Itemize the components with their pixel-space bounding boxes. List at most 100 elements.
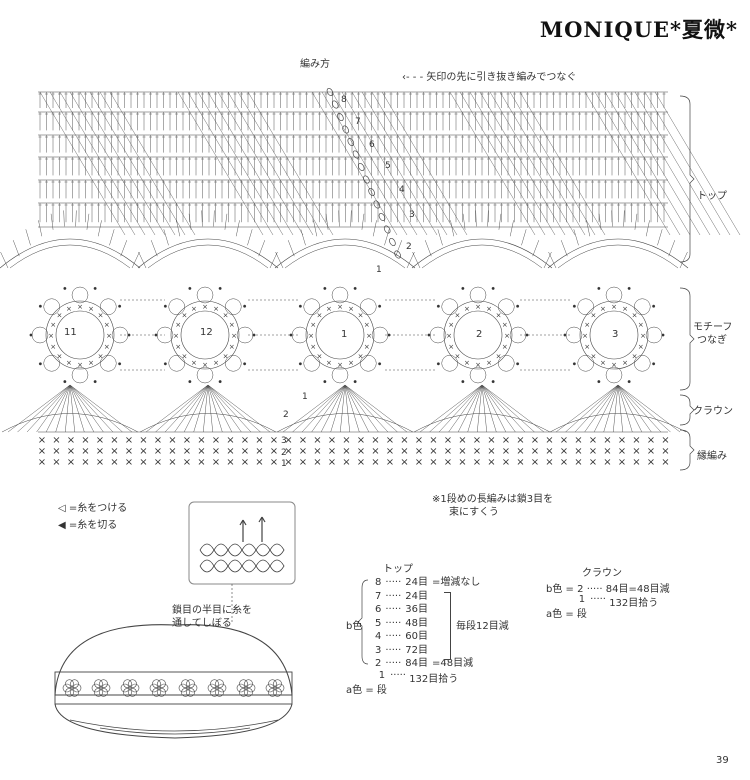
edge-sc: × — [618, 435, 626, 446]
hat-flower-motif — [123, 679, 132, 688]
edge-sc: × — [386, 457, 394, 468]
motif-sc: × — [50, 343, 56, 351]
crown-stitch — [603, 384, 619, 433]
arch-stitch — [412, 251, 421, 269]
crown-stitch — [69, 384, 85, 433]
decrease-line — [217, 91, 304, 236]
edge-sc: × — [154, 457, 162, 468]
legend-cut-text: =糸を切る — [68, 520, 118, 531]
row-dots: ····· — [385, 658, 402, 669]
crown-b-count: 84目 — [605, 584, 629, 595]
top-table-row: 3·····72目 — [373, 644, 482, 658]
edge-sc: × — [284, 446, 292, 457]
motif-sc: × — [66, 305, 72, 313]
chain-arch — [9, 244, 131, 269]
arch-stitch — [120, 240, 128, 257]
edge-sc: × — [270, 457, 278, 468]
row-number: 4 — [375, 631, 382, 642]
chain-stitch — [389, 237, 396, 247]
hat-flower-motif — [273, 688, 282, 697]
illustration-chain — [269, 559, 285, 573]
hat-flower-motif — [128, 688, 137, 697]
motif-sc: × — [104, 343, 110, 351]
watermark-text: MONIQUE*夏微* — [539, 17, 738, 42]
crown-stitch — [207, 384, 213, 433]
arch-stitch — [325, 213, 329, 230]
section-label-top: トップ — [697, 191, 727, 202]
crown-stitch — [207, 384, 223, 433]
crown-stitch — [344, 384, 408, 433]
edge-sc: × — [560, 446, 568, 457]
edge-sc: × — [661, 435, 669, 446]
edge-sc: × — [603, 457, 611, 468]
motif-petal — [645, 326, 663, 344]
illustration-arrow — [242, 519, 247, 526]
motif-sc: × — [77, 303, 83, 311]
illustration-chain — [199, 559, 215, 573]
edge-sc: × — [357, 435, 365, 446]
join-dot — [93, 380, 97, 384]
top-table-bracket — [444, 592, 451, 660]
edge-sc: × — [371, 435, 379, 446]
arch-stitch — [213, 210, 215, 227]
motif-sc: × — [182, 311, 188, 319]
decrease-line — [624, 91, 711, 236]
crown-arch — [276, 413, 414, 433]
crown-stitch — [69, 384, 114, 433]
motif-sc: × — [455, 311, 461, 319]
edge-sc: × — [400, 435, 408, 446]
crown-stitch — [457, 384, 483, 433]
arch-stitch — [361, 213, 365, 230]
edge-sc: × — [226, 446, 234, 457]
hat-flower-motif — [268, 679, 277, 688]
illustration-chain — [255, 543, 271, 557]
edge-sc: × — [415, 435, 423, 446]
motif-ring — [305, 300, 375, 370]
join-dot — [323, 286, 327, 290]
motif-sc: × — [496, 311, 502, 319]
arch-stitch — [300, 229, 306, 246]
hat-flower-motif — [101, 683, 111, 693]
row-note — [430, 644, 482, 658]
arch-stitch — [75, 210, 77, 227]
motif-petal — [634, 298, 651, 315]
edge-sc: × — [545, 435, 553, 446]
arch-stitch — [188, 213, 192, 230]
row-count: 84目 — [405, 658, 429, 669]
edge-sc: × — [487, 435, 495, 446]
crown-stitch — [36, 384, 71, 433]
join-dot — [298, 362, 302, 366]
crown-stitch — [481, 384, 526, 433]
edge-sc: × — [487, 446, 495, 457]
motif-sc: × — [582, 332, 588, 340]
join-dot — [378, 362, 382, 366]
crown-a-dots: ····· — [590, 594, 606, 605]
motif-sc: × — [622, 359, 628, 367]
arch-stitch — [679, 251, 688, 269]
edge-sc: × — [270, 435, 278, 446]
row-number: 2 — [375, 658, 382, 669]
chain-arch — [411, 238, 553, 269]
edge-sc: × — [299, 435, 307, 446]
join-dot — [353, 380, 357, 384]
decrease-line — [187, 91, 274, 236]
hat-flower-motif — [188, 683, 198, 693]
motif-inner-ring — [180, 310, 230, 360]
decrease-line — [459, 91, 546, 236]
crown-stitch — [207, 384, 242, 433]
edge-sc: × — [168, 457, 176, 468]
motif-sc: × — [611, 303, 617, 311]
motif-sc: × — [496, 353, 502, 361]
chain-arch — [137, 238, 279, 269]
motif-number-2: 2 — [476, 329, 483, 340]
crown-stitch — [7, 384, 71, 433]
motif-sc: × — [337, 361, 343, 369]
join-dot — [163, 362, 167, 366]
decrease-line — [311, 91, 398, 236]
motif-petal — [100, 298, 117, 315]
arch-stitch — [586, 220, 591, 237]
edge-sc: × — [661, 457, 669, 468]
hat-flower-motif — [246, 683, 256, 693]
crown-stitch — [344, 384, 350, 433]
hat-flower-motif — [70, 688, 79, 697]
